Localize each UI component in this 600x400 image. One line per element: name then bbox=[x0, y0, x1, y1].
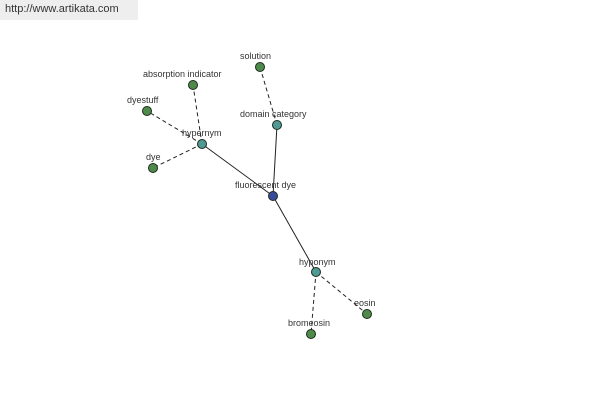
site-banner: http://www.artikata.com bbox=[0, 0, 138, 20]
edge-domain-category-to-solution bbox=[259, 66, 278, 126]
node-label-dye[interactable]: dye bbox=[146, 152, 161, 162]
edge-fluorescent-dye-to-domain-category bbox=[272, 124, 278, 197]
node-bromeosin[interactable] bbox=[306, 329, 316, 339]
node-label-bromeosin[interactable]: bromeosin bbox=[288, 318, 330, 328]
node-label-domain-category[interactable]: domain category bbox=[240, 109, 307, 119]
node-label-eosin[interactable]: eosin bbox=[354, 298, 376, 308]
edges-layer bbox=[146, 66, 368, 335]
edge-hypernym-to-dye bbox=[152, 143, 203, 169]
node-label-hyponym[interactable]: hyponym bbox=[299, 257, 336, 267]
edge-fluorescent-dye-to-hyponym bbox=[272, 195, 317, 273]
node-label-absorption-indicator[interactable]: absorption indicator bbox=[143, 69, 222, 79]
node-eosin[interactable] bbox=[362, 309, 372, 319]
edge-hyponym-to-bromeosin bbox=[310, 271, 317, 335]
nodes-layer bbox=[142, 62, 372, 339]
node-domain-category[interactable] bbox=[272, 120, 282, 130]
node-solution[interactable] bbox=[255, 62, 265, 72]
node-dye[interactable] bbox=[148, 163, 158, 173]
node-label-fluorescent-dye[interactable]: fluorescent dye bbox=[235, 180, 296, 190]
node-hypernym[interactable] bbox=[197, 139, 207, 149]
node-hyponym[interactable] bbox=[311, 267, 321, 277]
node-label-solution[interactable]: solution bbox=[240, 51, 271, 61]
node-absorption-indicator[interactable] bbox=[188, 80, 198, 90]
edge-fluorescent-dye-to-hypernym bbox=[201, 143, 274, 197]
site-url-text[interactable]: http://www.artikata.com bbox=[5, 3, 119, 15]
labels-layer: fluorescent dye hypernym domain category hy… bbox=[127, 51, 376, 328]
node-label-dyestuff[interactable]: dyestuff bbox=[127, 95, 159, 105]
edge-hypernym-to-dyestuff bbox=[146, 110, 203, 145]
node-label-hypernym[interactable]: hypernym bbox=[182, 128, 222, 138]
node-fluorescent-dye[interactable] bbox=[268, 191, 278, 201]
node-dyestuff[interactable] bbox=[142, 106, 152, 116]
edge-hypernym-to-absorption-indicator bbox=[192, 84, 203, 145]
